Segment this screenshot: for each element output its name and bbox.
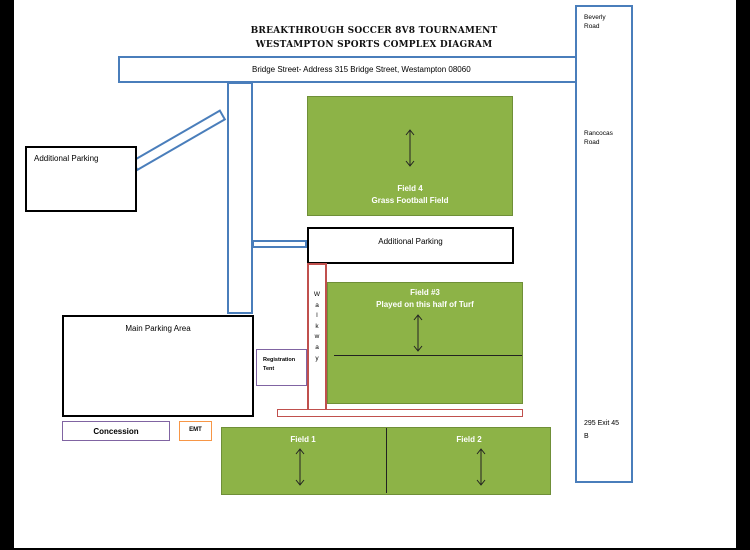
- rancocas-road-line2: Road: [584, 139, 600, 146]
- beverly-road-line1: Beverly: [584, 14, 606, 21]
- emt-label: EMT: [189, 427, 202, 433]
- walkway-letter: k: [315, 322, 319, 330]
- field-4-desc: Grass Football Field: [371, 196, 449, 205]
- additional-parking-left: Additional Parking: [25, 146, 137, 212]
- field-4-name: Field 4: [397, 184, 423, 193]
- field-3: Field #3 Played on this half of Turf: [327, 282, 523, 404]
- diagram-title-line2: WESTAMPTON SPORTS COMPLEX DIAGRAM: [255, 40, 493, 50]
- concession-label: Concession: [93, 427, 139, 436]
- exit-line1: 295 Exit 45: [584, 420, 620, 427]
- walkway-letter: W: [313, 291, 321, 298]
- turf-half-line: [334, 355, 522, 356]
- walkway-letter: a: [315, 301, 319, 309]
- walkway-letter: l: [316, 312, 318, 320]
- registration-tent: Registration Tent: [256, 349, 307, 386]
- additional-parking-center: Additional Parking: [307, 227, 514, 264]
- diagram-title-line1: BREAKTHROUGH SOCCER 8V8 TOURNAMENT: [250, 26, 498, 36]
- double-arrow-icon: [413, 314, 423, 352]
- registration-tent-label: Registration Tent: [263, 356, 295, 374]
- registration-tent-line2: Tent: [263, 366, 275, 372]
- exit-line2: B: [584, 433, 589, 440]
- walkway-letter: a: [315, 343, 319, 351]
- field-divider: [386, 428, 387, 493]
- rancocas-road-label: Rancocas Road: [584, 129, 613, 147]
- beverly-road-line2: Road: [584, 23, 600, 30]
- exit-label: 295 Exit 45 B: [584, 417, 619, 443]
- emt: EMT: [179, 421, 212, 441]
- diagram-page: BREAKTHROUGH SOCCER 8V8 TOURNAMENT WESTA…: [14, 0, 736, 548]
- bridge-street-label: Bridge Street- Address 315 Bridge Street…: [252, 65, 471, 74]
- main-parking-area: Main Parking Area: [62, 315, 254, 417]
- bridge-street-road: Bridge Street- Address 315 Bridge Street…: [118, 56, 578, 83]
- walkway-letter: w: [314, 333, 320, 341]
- diagonal-road: [131, 109, 227, 172]
- main-parking-label: Main Parking Area: [125, 324, 191, 333]
- walkway-strip: [277, 409, 523, 417]
- field-3-desc: Played on this half of Turf: [376, 300, 474, 309]
- double-arrow-icon: [476, 448, 486, 486]
- walkway-letter: y: [315, 354, 319, 362]
- right-road: Beverly Road Rancocas Road 295 Exit 45 B: [575, 5, 633, 483]
- field-3-name: Field #3: [410, 288, 440, 297]
- registration-tent-line1: Registration: [263, 357, 296, 363]
- access-road: [227, 82, 253, 314]
- double-arrow-icon: [295, 448, 305, 486]
- concession: Concession: [62, 421, 170, 441]
- double-arrow-icon: [405, 129, 415, 167]
- beverly-road-label: Beverly Road: [584, 13, 606, 31]
- field-4: Field 4 Grass Football Field: [307, 96, 513, 216]
- additional-parking-left-label: Additional Parking: [34, 154, 99, 163]
- field-2-name: Field 2: [456, 435, 482, 444]
- connector-road: [252, 240, 307, 248]
- field-1-name: Field 1: [290, 435, 316, 444]
- rancocas-road-line1: Rancocas: [584, 130, 613, 137]
- fields-1-2: Field 1 Field 2: [221, 427, 551, 495]
- additional-parking-center-label: Additional Parking: [378, 237, 443, 246]
